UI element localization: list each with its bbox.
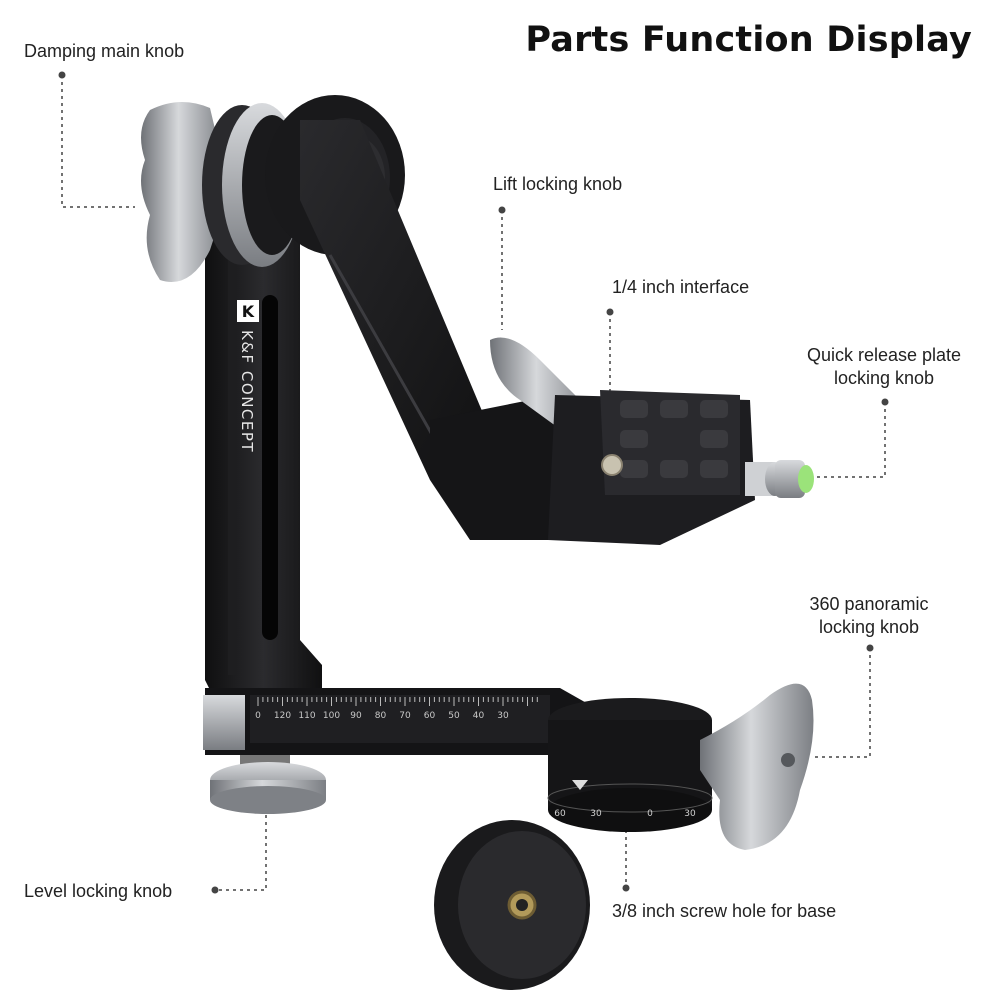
rail-scale-label: 110 (298, 711, 315, 721)
logo-mark (237, 300, 259, 322)
label-panoramic-knob-line1: 360 panoramic (809, 594, 929, 614)
page-title: Parts Function Display (525, 20, 972, 60)
brand-label: K&F CONCEPT (238, 330, 256, 453)
label-damping-main-knob: Damping main knob (24, 41, 185, 61)
rail-end-cap (203, 695, 245, 750)
panoramic-locking-knob (700, 683, 814, 850)
logo-mark-letter: K (242, 302, 255, 321)
clamp-base (430, 395, 565, 540)
label-lift-locking-knob: Lift locking knob (493, 174, 623, 194)
pan-base (547, 698, 713, 832)
leader-level-knob (215, 815, 267, 891)
qr-plate-locking-knob (745, 460, 814, 498)
leader-panoramic-knob (815, 648, 871, 758)
rail-scale-label: 60 (424, 711, 436, 721)
label-qr-plate-knob: Quick release plate locking knob (784, 344, 984, 390)
pan-dial-label: 30 (590, 809, 602, 819)
upright-slot (262, 295, 278, 640)
label-panoramic-knob: 360 panoramic locking knob (783, 593, 955, 639)
rail-scale-label: 50 (448, 711, 460, 721)
leader-damping-knob (61, 75, 135, 208)
rail-scale (257, 697, 538, 706)
label-level-locking-knob: Level locking knob (24, 881, 173, 901)
rail-scale-label: 80 (375, 711, 387, 721)
label-quarter-inch-interface: 1/4 inch interface (612, 277, 750, 297)
label-qr-plate-knob-line2: locking knob (833, 368, 935, 388)
level-locking-knob (210, 755, 326, 814)
pan-dial-label: 60 (554, 809, 566, 819)
label-panoramic-knob-line2: locking knob (818, 617, 920, 637)
pan-dial-label: 0 (647, 809, 653, 819)
rail-scale-label: 30 (497, 711, 509, 721)
pan-dial-label: 30 (684, 809, 696, 819)
rail-scale-label: 90 (350, 711, 362, 721)
rail-scale-label: 70 (399, 711, 411, 721)
leader-dots (58, 71, 889, 894)
leader-qr-knob (815, 402, 886, 478)
lift-arm (300, 120, 490, 480)
quarter-inch-screw (601, 454, 623, 476)
rail-scale-label: 120 (274, 711, 291, 721)
label-screw-hole-base: 3/8 inch screw hole for base (612, 901, 837, 921)
base-disc (434, 820, 590, 990)
rail-scale-label: 40 (473, 711, 485, 721)
rail-scale-label: 0 (255, 711, 261, 721)
rail-scale-label: 100 (323, 711, 340, 721)
label-qr-plate-knob-line1: Quick release plate (806, 345, 962, 365)
